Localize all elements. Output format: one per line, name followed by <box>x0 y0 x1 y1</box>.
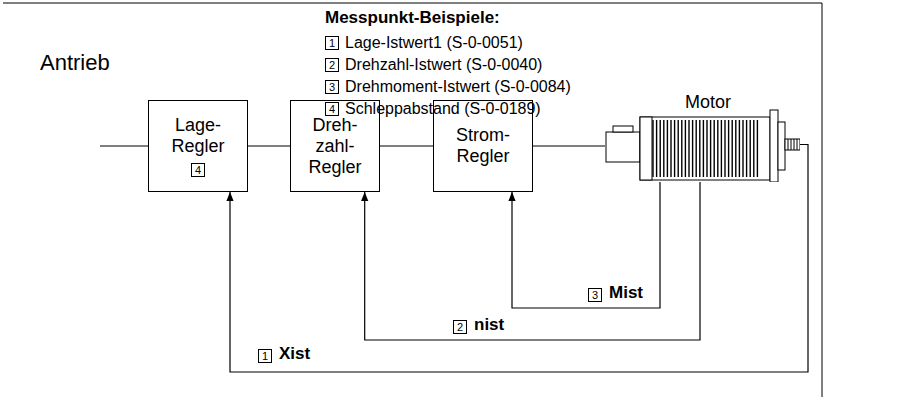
node-label: Lage- Regler <box>171 115 224 157</box>
feedback-line <box>365 182 700 340</box>
motor-node: Motor <box>605 92 800 182</box>
signal-line <box>380 145 433 146</box>
cooling-fin <box>674 120 675 177</box>
node-label: Motor <box>685 92 731 113</box>
cooling-fin <box>656 120 657 177</box>
callout-number: 2 <box>325 58 339 72</box>
motor-flange-collar <box>778 122 785 170</box>
cooling-fin <box>681 120 682 177</box>
cooling-fin <box>753 120 754 177</box>
cooling-fin <box>703 120 704 177</box>
legend-heading: Messpunkt-Beispiele: <box>325 8 500 28</box>
shaft-knurl <box>791 139 792 150</box>
measurement-point: Lage-Istwert1 (S-0-0051) <box>345 33 523 53</box>
node-label: Strom- Regler <box>456 125 510 167</box>
callout-number: 4 <box>191 163 205 177</box>
cooling-fin <box>692 120 693 177</box>
signal-line <box>533 145 605 146</box>
cooling-fin <box>746 120 747 177</box>
cooling-fin <box>663 120 664 177</box>
measurement-point: Drehzahl-Istwert (S-0-0040) <box>345 55 542 75</box>
signal-line <box>248 145 290 146</box>
cooling-fin <box>721 120 722 177</box>
cooling-fin <box>706 120 707 177</box>
cooling-fin <box>699 120 700 177</box>
cooling-fin <box>717 120 718 177</box>
signal-name: nist <box>472 315 506 335</box>
shaft-knurl <box>788 139 789 150</box>
callout-number: 4 <box>325 102 339 116</box>
node-label: Dreh- zahl- Regler <box>308 115 361 178</box>
cooling-fin <box>710 120 711 177</box>
cooling-fin <box>660 120 661 177</box>
cooling-fin <box>670 120 671 177</box>
cooling-fin <box>724 120 725 177</box>
input-wire <box>100 145 148 146</box>
measurement-point: Schleppabstand (S-0-0189) <box>345 99 541 119</box>
cooling-fin <box>714 120 715 177</box>
callout-number: 1 <box>258 349 272 363</box>
motor-connector-cap <box>613 126 633 132</box>
shaft-knurl <box>794 139 795 150</box>
motor-flange <box>770 110 778 182</box>
cooling-fin <box>732 120 733 177</box>
cooling-fin <box>685 120 686 177</box>
cooling-fin <box>739 120 740 177</box>
motor-end-cap <box>640 117 652 180</box>
cooling-fin <box>678 120 679 177</box>
cooling-fin <box>757 120 758 177</box>
cooling-fin <box>728 120 729 177</box>
diagram-title: Antrieb <box>40 50 110 76</box>
callout-number: 1 <box>325 36 339 50</box>
cooling-fin <box>696 120 697 177</box>
cooling-fin <box>750 120 751 177</box>
motor-body <box>640 117 770 180</box>
measurement-point: Drehmoment-Istwert (S-0-0084) <box>345 77 571 97</box>
frame-line <box>3 3 822 397</box>
motor-shaft <box>785 139 800 150</box>
feedback-line <box>512 182 660 308</box>
callout-number: 2 <box>453 320 467 334</box>
signal-name: Mist <box>607 283 645 303</box>
callout-number: 3 <box>588 288 602 302</box>
callout-number: 3 <box>325 80 339 94</box>
position-controller-box: Lage- Regler 4 <box>148 100 248 192</box>
cooling-fin <box>735 120 736 177</box>
motor-connector <box>606 132 640 162</box>
signal-name: Xist <box>277 344 312 364</box>
cooling-fin <box>688 120 689 177</box>
cooling-fin <box>652 120 653 177</box>
cooling-fin <box>742 120 743 177</box>
cooling-fin <box>667 120 668 177</box>
shaft-knurl <box>797 139 798 150</box>
